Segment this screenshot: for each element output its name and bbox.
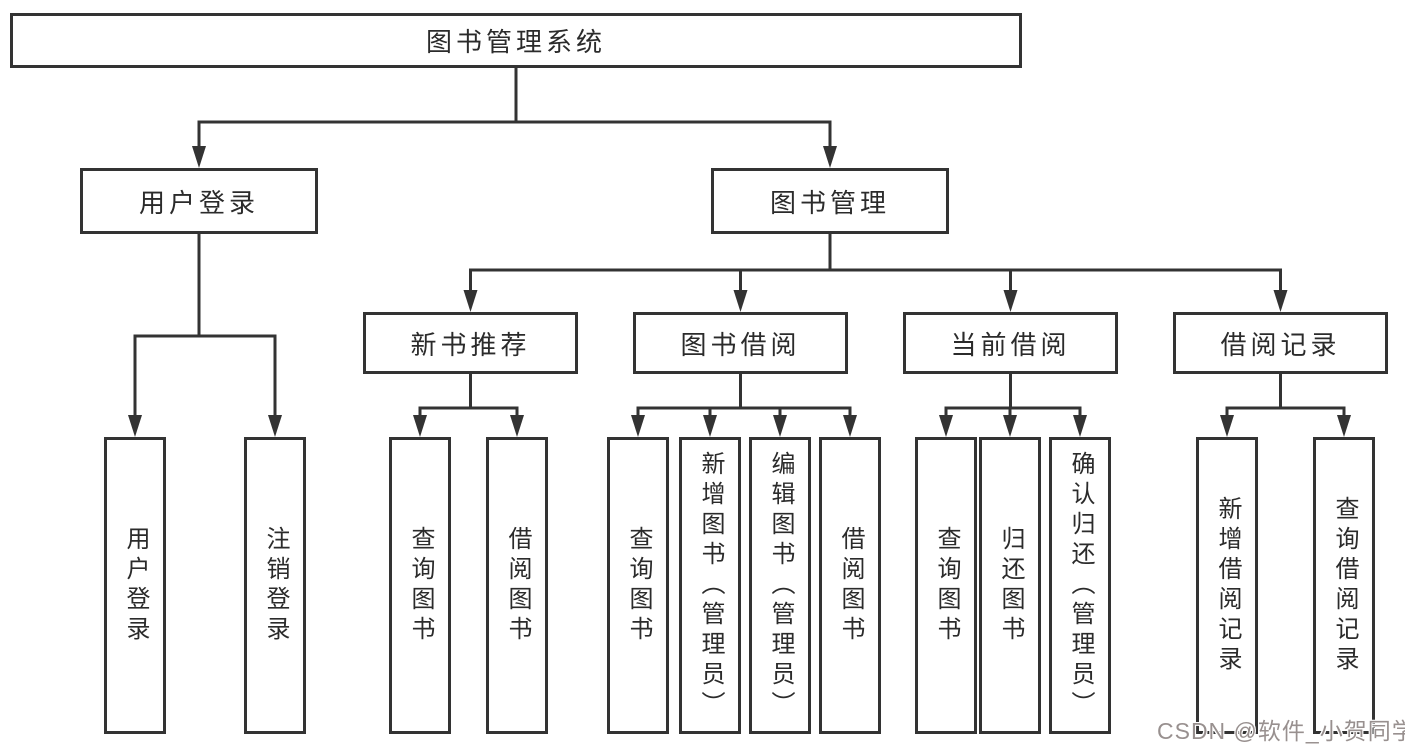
leaf-label: 查询图书: [625, 525, 652, 646]
leaf-cb-confirm-return-admin: 确认归还（管理员）: [1049, 437, 1111, 734]
leaf-bb-add-books-admin: 新增图书（管理员）: [679, 437, 741, 734]
leaf-logout: 注销登录: [244, 437, 306, 734]
leaf-label: 归还图书: [997, 525, 1024, 646]
leaf-cb-return-books: 归还图书: [979, 437, 1041, 734]
leaf-label: 编辑图书（管理员）: [767, 450, 794, 721]
node-root: 图书管理系统: [10, 13, 1022, 68]
node-borrowing-records: 借阅记录: [1173, 312, 1388, 374]
leaf-br-query-record: 查询借阅记录: [1313, 437, 1375, 734]
csdn-watermark: CSDN @软件_小贺同学: [1157, 718, 1405, 744]
leaf-label: 查询借阅记录: [1331, 495, 1358, 676]
leaf-cb-query-books: 查询图书: [915, 437, 977, 734]
leaf-label: 新增图书（管理员）: [697, 450, 724, 721]
leaf-user-login: 用户登录: [104, 437, 166, 734]
leaf-label: 用户登录: [122, 525, 149, 646]
leaf-bb-borrow-books: 借阅图书: [819, 437, 881, 734]
node-current-borrowing: 当前借阅: [903, 312, 1118, 374]
leaf-label: 确认归还（管理员）: [1067, 450, 1094, 721]
leaf-bb-edit-books-admin: 编辑图书（管理员）: [749, 437, 811, 734]
node-book-borrowing: 图书借阅: [633, 312, 848, 374]
node-user-login: 用户登录: [80, 168, 318, 234]
leaf-label: 新增借阅记录: [1214, 495, 1241, 676]
leaf-label: 注销登录: [262, 525, 289, 646]
leaf-nbr-query-books: 查询图书: [389, 437, 451, 734]
arrowheads: [128, 146, 1351, 437]
leaf-label: 借阅图书: [837, 525, 864, 646]
leaf-nbr-borrow-books: 借阅图书: [486, 437, 548, 734]
leaf-label: 查询图书: [933, 525, 960, 646]
leaf-bb-query-books: 查询图书: [607, 437, 669, 734]
node-new-book-recommend: 新书推荐: [363, 312, 578, 374]
node-book-management: 图书管理: [711, 168, 949, 234]
leaf-br-add-record: 新增借阅记录: [1196, 437, 1258, 734]
leaf-label: 借阅图书: [504, 525, 531, 646]
leaf-label: 查询图书: [407, 525, 434, 646]
